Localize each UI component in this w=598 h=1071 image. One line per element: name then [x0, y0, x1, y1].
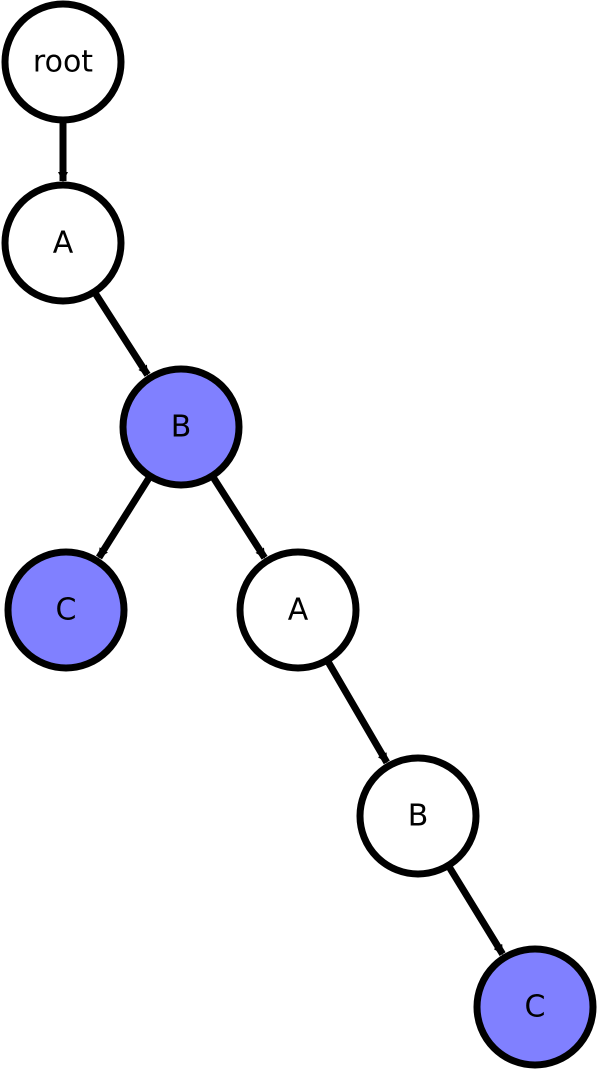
node-c1: C: [4, 548, 128, 672]
node-b1: B: [119, 365, 243, 489]
node-label-a2: A: [288, 593, 309, 628]
edge-b1-to-c1: [96, 475, 153, 560]
node-label-a1: A: [53, 226, 74, 261]
node-root: root: [1, 0, 125, 124]
node-a1: A: [1, 181, 125, 305]
node-circle-c2: [473, 945, 597, 1069]
edge-a1-to-b1: [92, 291, 151, 377]
node-circle-a1: [1, 181, 125, 305]
edge-b1-to-a2: [210, 475, 268, 560]
node-circle-a2: [236, 548, 360, 672]
edge-a2-to-b2: [325, 660, 390, 765]
node-c2: C: [473, 945, 597, 1069]
node-circle-b1: [119, 365, 243, 489]
node-b2: B: [356, 754, 480, 878]
node-a2: A: [236, 548, 360, 672]
node-label-c1: C: [56, 593, 77, 628]
edges: [58, 122, 506, 956]
node-circle-root: [1, 0, 125, 124]
node-circle-b2: [356, 754, 480, 878]
edge-b2-to-c2: [446, 865, 506, 956]
node-label-c2: C: [525, 990, 546, 1025]
node-label-b1: B: [171, 410, 192, 445]
node-label-root: root: [33, 45, 93, 80]
node-label-b2: B: [408, 799, 429, 834]
node-circle-c1: [4, 548, 128, 672]
